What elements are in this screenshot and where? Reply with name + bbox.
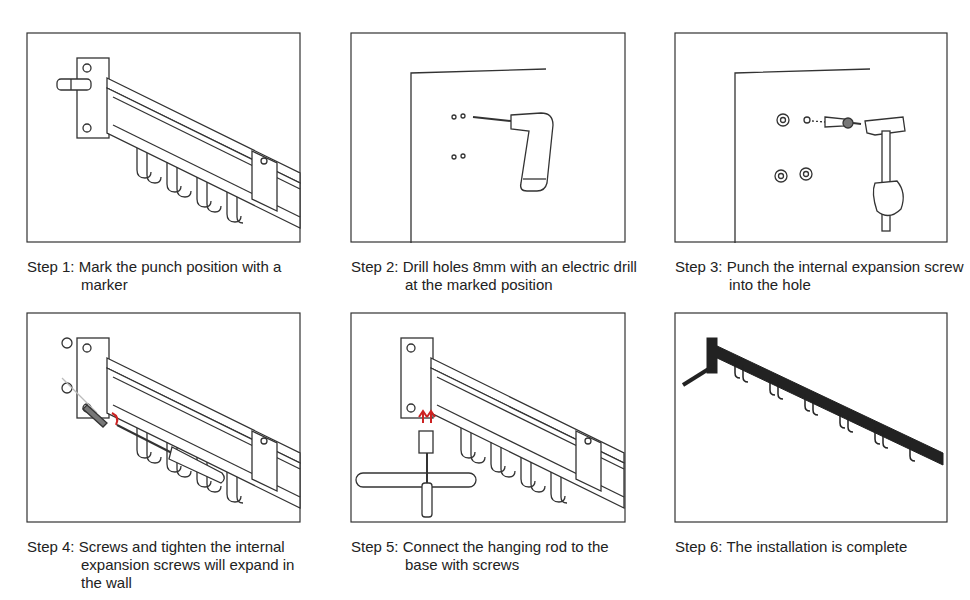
step2-art [411, 69, 553, 243]
step4-art [62, 338, 300, 508]
hanging-rod [356, 473, 476, 487]
rail [715, 345, 943, 465]
marker [57, 79, 91, 90]
step6-art [683, 338, 943, 465]
screw [83, 405, 107, 427]
step-caption: Step 6: The installation is complete [675, 538, 965, 556]
turn-arrow [112, 413, 117, 425]
hammer [865, 117, 905, 231]
step-caption: Step 5: Connect the hanging rod to the b… [351, 538, 641, 574]
anchor [825, 117, 845, 127]
step-caption: Step 3: Punch the internal expansion scr… [675, 258, 965, 294]
screwdriver [169, 447, 224, 483]
step5-art [356, 338, 624, 517]
step-caption: Step 2: Drill holes 8mm with an electric… [351, 258, 641, 294]
screwdriver [422, 483, 432, 517]
step1-art [57, 58, 300, 228]
step-caption: Step 4: Screws and tighten the internal … [27, 538, 317, 592]
hooks [735, 361, 915, 461]
step3-art [735, 69, 905, 243]
drill [511, 113, 553, 191]
step-caption: Step 1: Mark the punch position with a m… [27, 258, 317, 294]
